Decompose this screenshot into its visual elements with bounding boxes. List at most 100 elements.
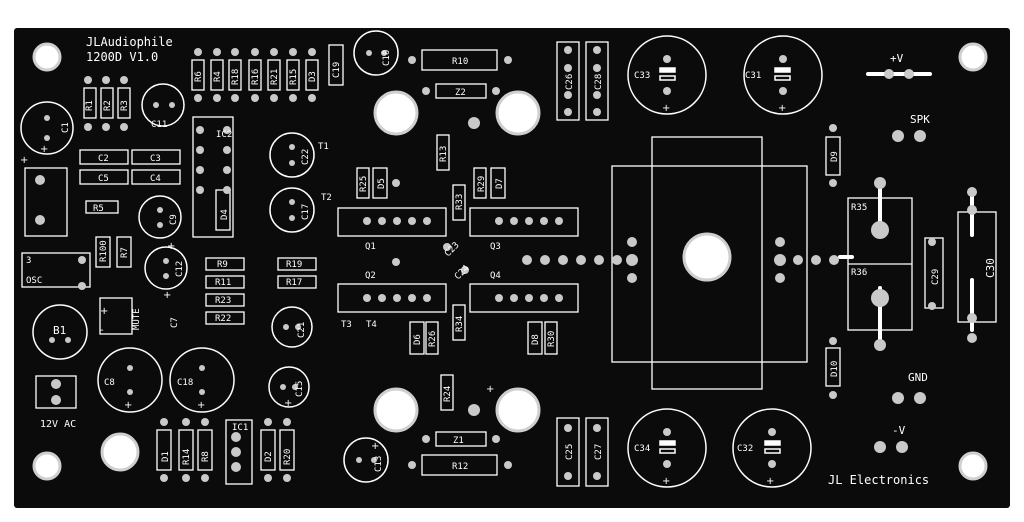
cap-c10	[353, 30, 399, 76]
ref-c31: C31	[745, 71, 761, 81]
ref-r9: R9	[217, 260, 228, 270]
ref-d1: D1	[161, 451, 171, 462]
svg-text:+: +	[486, 384, 494, 395]
svg-text:+: +	[662, 103, 670, 114]
cap-c9	[138, 195, 182, 239]
ref-r1: R1	[85, 100, 95, 111]
ref-r2: R2	[103, 100, 113, 111]
cap-c34	[627, 408, 707, 488]
mute-label: MUTE	[132, 308, 142, 330]
ac-input-label: 12V AC	[40, 419, 76, 430]
ref-z2: Z2	[455, 88, 466, 98]
ref-d9: D9	[830, 151, 840, 162]
ref-r18: R18	[231, 69, 241, 85]
ref-r4: R4	[213, 71, 223, 82]
ref-r33: R33	[455, 194, 465, 210]
ref-r16: R16	[251, 69, 261, 85]
ref-d6: D6	[413, 334, 423, 345]
ref-d10: D10	[830, 361, 840, 377]
mount-hole-b1	[373, 387, 419, 433]
ref-r7: R7	[120, 247, 130, 258]
large-capacitors	[20, 30, 823, 488]
ref-c3: C3	[150, 154, 161, 164]
ref-r35: R35	[851, 203, 867, 213]
ref-c15: C15	[295, 381, 305, 397]
ref-r15: R15	[289, 69, 299, 85]
ref-q4: Q4	[490, 271, 501, 281]
svg-text:+: +	[163, 290, 171, 301]
ref-c26: C26	[565, 74, 575, 90]
svg-text:+: +	[197, 400, 205, 411]
ref-d5: D5	[377, 178, 387, 189]
ref-r12: R12	[452, 462, 468, 472]
terminal-gnd: GND	[908, 371, 928, 384]
cap-c12	[144, 246, 188, 290]
cap-c8	[97, 347, 163, 413]
cap-c33	[627, 35, 707, 115]
ref-r21: R21	[270, 69, 280, 85]
ref-r24: R24	[443, 386, 453, 402]
mount-hole-tr	[958, 42, 988, 72]
ref-r14: R14	[182, 449, 192, 465]
board-outline	[14, 28, 1010, 508]
cap-c11	[141, 83, 185, 127]
svg-text:+: +	[284, 398, 292, 409]
small-components	[21, 41, 997, 487]
ref-d2: D2	[264, 451, 274, 462]
ref-r29: R29	[477, 176, 487, 192]
osc-label: OSC	[26, 276, 42, 286]
ref-r19: R19	[286, 260, 302, 270]
ref-c18: C18	[177, 378, 193, 388]
ref-t3: T3	[341, 320, 352, 330]
board-model: 1200D V1.0	[86, 50, 158, 64]
ref-c11: C11	[151, 120, 167, 130]
svg-text:+: +	[100, 306, 108, 317]
ref-c9: C9	[169, 214, 179, 225]
ref-c30: C30	[984, 258, 997, 278]
ref-c10: C10	[382, 50, 392, 66]
mount-hole-br	[958, 451, 988, 481]
ref-c7: C7	[170, 317, 180, 328]
ref-d3: D3	[308, 71, 318, 82]
ref-r3: R3	[120, 100, 130, 111]
terminal-pos-v: +V	[890, 52, 904, 65]
ref-ic2: IC2	[216, 130, 232, 140]
ref-c34: C34	[634, 444, 650, 454]
ref-d7: D7	[495, 178, 505, 189]
cap-c15	[268, 366, 310, 408]
ref-q2: Q2	[365, 271, 376, 281]
ref-c5: C5	[98, 174, 109, 184]
ref-t2: T2	[321, 193, 332, 203]
ref-c27: C27	[594, 444, 604, 460]
ref-c2: C2	[98, 154, 109, 164]
osc-pin: 3	[26, 256, 31, 266]
ref-d4: D4	[220, 209, 230, 220]
ref-c8: C8	[104, 378, 115, 388]
svg-text:+: +	[371, 441, 379, 452]
cap-c18	[169, 347, 235, 413]
terminal-spk: SPK	[910, 113, 930, 126]
maker-label: JL Electronics	[828, 473, 929, 487]
mount-hole-bl	[32, 451, 62, 481]
ref-r20: R20	[283, 449, 293, 465]
ref-r22: R22	[215, 314, 231, 324]
mounting-holes	[32, 42, 988, 481]
ref-d8: D8	[531, 334, 541, 345]
ref-c4: C4	[150, 174, 161, 184]
ref-r17: R17	[286, 278, 302, 288]
ref-c33: C33	[634, 71, 650, 81]
board-title: JLAudiophile	[86, 35, 173, 49]
ref-t4: T4	[366, 320, 377, 330]
cap-b1	[32, 304, 88, 360]
heatsink-hole	[682, 232, 732, 282]
mount-hole-t1	[373, 90, 419, 136]
svg-text:-: -	[100, 325, 104, 336]
ref-c17: C17	[301, 204, 311, 220]
svg-text:+: +	[20, 155, 28, 166]
ref-r11: R11	[215, 278, 231, 288]
pads	[35, 46, 977, 482]
ref-r6: R6	[194, 71, 204, 82]
ref-r13: R13	[439, 146, 449, 162]
ref-c29: C29	[931, 269, 941, 285]
